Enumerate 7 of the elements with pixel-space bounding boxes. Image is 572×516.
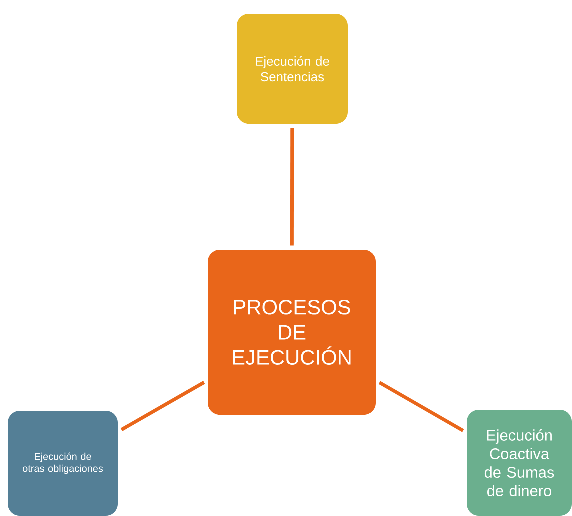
process-box: Ejecución de Sentencias	[237, 14, 348, 124]
process-box: Ejecución de otras obligaciones	[8, 411, 118, 516]
connector-line	[290, 128, 294, 246]
process-box: PROCESOS DE EJECUCIÓN	[208, 250, 376, 415]
connector-line	[378, 381, 464, 432]
connector-line	[120, 381, 206, 432]
process-box: Ejecución Coactiva de Sumas de dinero	[467, 410, 572, 516]
